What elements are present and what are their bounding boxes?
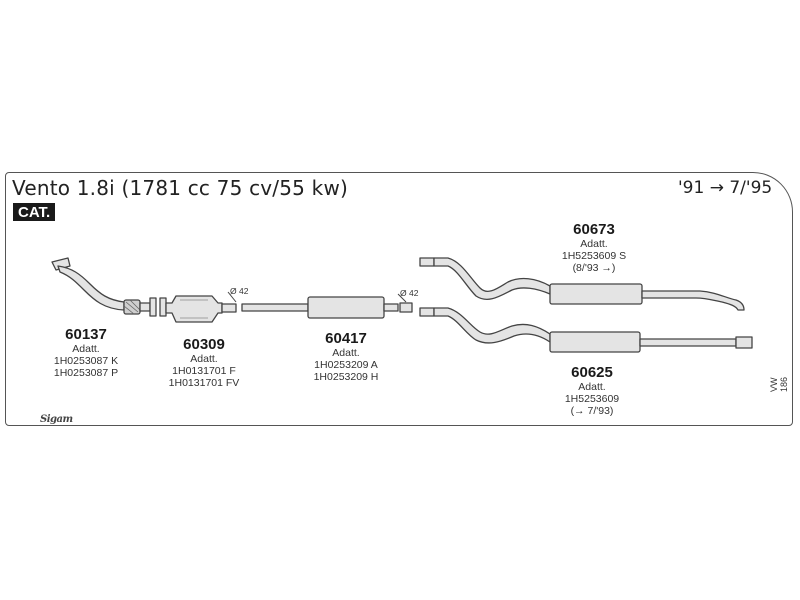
part-label-60309: 60309 Adatt. 1H0131701 F 1H0131701 FV xyxy=(152,336,256,389)
rear-silencer-60673 xyxy=(419,257,745,311)
part-label-60137: 60137 Adatt. 1H0253087 K 1H0253087 P xyxy=(26,326,146,379)
diameter-label-2: Ø 42 xyxy=(400,288,419,298)
part-line: 1H0253087 K xyxy=(53,355,119,367)
year-range: '91 → 7/'95 xyxy=(678,178,773,198)
diameter-pointer-2 xyxy=(397,293,407,303)
part-line: Adatt. xyxy=(578,381,606,393)
part-label-60417: 60417 Adatt. 1H0253209 A 1H0253209 H xyxy=(296,330,396,383)
catalytic-badge: CAT. xyxy=(13,203,56,221)
part-number: 60137 xyxy=(65,326,107,343)
part-line: Adatt. xyxy=(332,347,360,359)
part-line: (→ 7/'93) xyxy=(570,405,614,417)
part-line: Adatt. xyxy=(72,343,100,355)
part-label-60625: 60625 Adatt. 1H5253609 (→ 7/'93) xyxy=(540,364,644,417)
part-line: 1H0253209 H xyxy=(313,371,379,383)
part-line: Adatt. xyxy=(190,353,218,365)
part-number: 60417 xyxy=(325,330,367,347)
vehicle-title: Vento 1.8i (1781 cc 75 cv/55 kw) xyxy=(12,176,348,200)
front-pipe-60137 xyxy=(51,257,157,317)
part-line: 1H0253209 A xyxy=(314,359,378,371)
part-line: 1H0253087 P xyxy=(53,367,119,379)
diameter-pointer-1 xyxy=(227,291,237,303)
catalytic-converter-60309 xyxy=(159,295,237,323)
part-label-60673: 60673 Adatt. 1H5253609 S (8/'93 →) xyxy=(542,221,646,274)
part-line: 1H0131701 F xyxy=(172,365,236,377)
part-line: 1H0131701 FV xyxy=(168,377,240,389)
catalog-code: VW 186 xyxy=(769,376,789,392)
part-line: (8/'93 →) xyxy=(572,262,616,274)
part-line: 1H5253609 S xyxy=(561,250,627,262)
part-line: Adatt. xyxy=(580,238,608,250)
rear-silencer-60625 xyxy=(419,307,753,353)
part-number: 60309 xyxy=(183,336,225,353)
part-line: 1H5253609 xyxy=(564,393,620,405)
part-number: 60625 xyxy=(571,364,613,381)
diameter-label-1: Ø 42 xyxy=(230,286,249,296)
diagram-frame xyxy=(5,172,793,426)
brand-logo: Sigam xyxy=(40,414,73,425)
middle-silencer-60417 xyxy=(241,296,413,319)
part-number: 60673 xyxy=(573,221,615,238)
